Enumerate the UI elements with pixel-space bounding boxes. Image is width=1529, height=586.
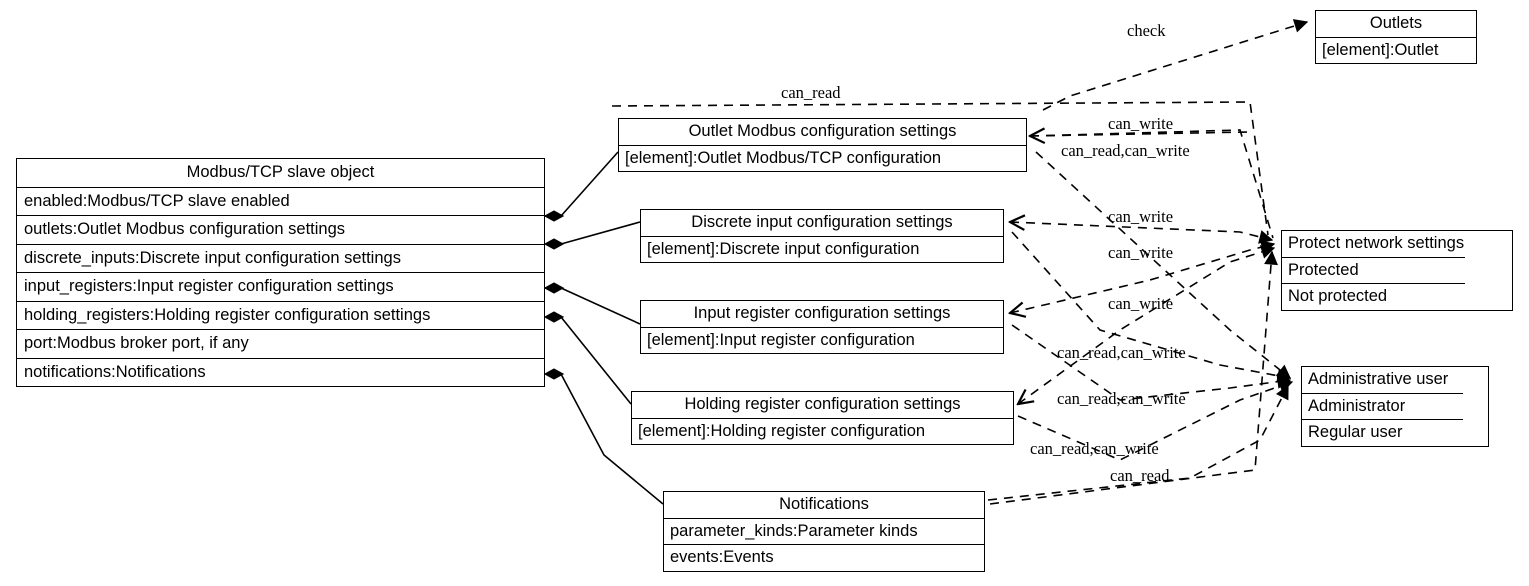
- edge-label-can-read-can-write-3: can_read,can_write: [1057, 389, 1186, 408]
- attribute-outlets: outlets:Outlet Modbus configuration sett…: [17, 215, 544, 244]
- class-title: Outlet Modbus configuration settings: [688, 122, 957, 140]
- composition-diamonds: [543, 210, 565, 380]
- attribute-element: [element]:Outlet: [1316, 36, 1476, 64]
- edge-label-can-write-4: can_write: [1108, 294, 1174, 313]
- attribute-element: [element]:Outlet Modbus/TCP configuratio…: [619, 144, 1026, 172]
- attribute-input-registers: input_registers:Input register configura…: [17, 272, 544, 301]
- edge-label-can-read-can-write-2: can_read,can_write: [1057, 343, 1186, 362]
- class-title: Modbus/TCP slave object: [186, 163, 375, 181]
- class-title: Notifications: [779, 495, 869, 513]
- attribute-element: [element]:Holding register configuration: [632, 417, 1013, 445]
- class-title: Input register configuration settings: [693, 304, 951, 322]
- class-title: Holding register configuration settings: [684, 395, 961, 413]
- edge-label-can-write-3: can_write: [1108, 243, 1174, 262]
- enum-value-not-protected: Not protected: [1282, 283, 1465, 310]
- attribute-discrete-inputs: discrete_inputs:Discrete input configura…: [17, 243, 544, 273]
- class-box-holding-register-configuration-settings[interactable]: Holding register configuration settings …: [631, 391, 1014, 445]
- enum-value-regular-user: Regular user: [1302, 419, 1463, 446]
- edge-label-can-read-top: can_read: [781, 83, 841, 102]
- edge-label-can-read-bottom: can_read: [1110, 466, 1170, 485]
- class-title: Outlets: [1369, 14, 1423, 32]
- enum-value-protected: Protected: [1282, 256, 1465, 284]
- attribute-port: port:Modbus broker port, if any: [17, 329, 544, 358]
- edge-label-can-read-can-write-4: can_read,can_write: [1030, 439, 1159, 458]
- class-box-discrete-input-configuration-settings[interactable]: Discrete input configuration settings [e…: [640, 209, 1004, 263]
- attribute-events: events:Events: [664, 544, 984, 571]
- class-box-outlet-modbus-configuration-settings[interactable]: Outlet Modbus configuration settings [el…: [618, 118, 1027, 172]
- enum-box-administrative-user[interactable]: Administrative user Administrator Regula…: [1301, 366, 1489, 447]
- attribute-enabled: enabled:Modbus/TCP slave enabled: [17, 186, 544, 216]
- enum-title: Administrative user: [1308, 370, 1449, 388]
- class-box-notifications[interactable]: Notifications parameter_kinds:Parameter …: [663, 491, 985, 572]
- attribute-parameter-kinds: parameter_kinds:Parameter kinds: [664, 517, 984, 545]
- edge-label-can-read-can-write-1: can_read,can_write: [1061, 141, 1190, 160]
- attribute-holding-registers: holding_registers:Holding register confi…: [17, 300, 544, 330]
- class-box-input-register-configuration-settings[interactable]: Input register configuration settings [e…: [640, 300, 1004, 354]
- class-title: Discrete input configuration settings: [691, 213, 953, 231]
- edge-label-can-write-1: can_write: [1108, 114, 1174, 133]
- enum-title: Protect network settings: [1288, 234, 1465, 252]
- edge-label-can-write-2: can_write: [1108, 207, 1174, 226]
- attribute-notifications: notifications:Notifications: [17, 357, 544, 387]
- attribute-element: [element]:Input register configuration: [641, 326, 1003, 354]
- enum-value-administrator: Administrator: [1302, 392, 1463, 420]
- class-box-modbus-tcp-slave-object[interactable]: Modbus/TCP slave object enabled:Modbus/T…: [16, 158, 545, 387]
- enum-box-protect-network-settings[interactable]: Protect network settings Protected Not p…: [1281, 230, 1513, 311]
- class-box-outlets[interactable]: Outlets [element]:Outlet: [1315, 10, 1477, 64]
- edge-label-check: check: [1127, 21, 1166, 40]
- attribute-element: [element]:Discrete input configuration: [641, 235, 1003, 263]
